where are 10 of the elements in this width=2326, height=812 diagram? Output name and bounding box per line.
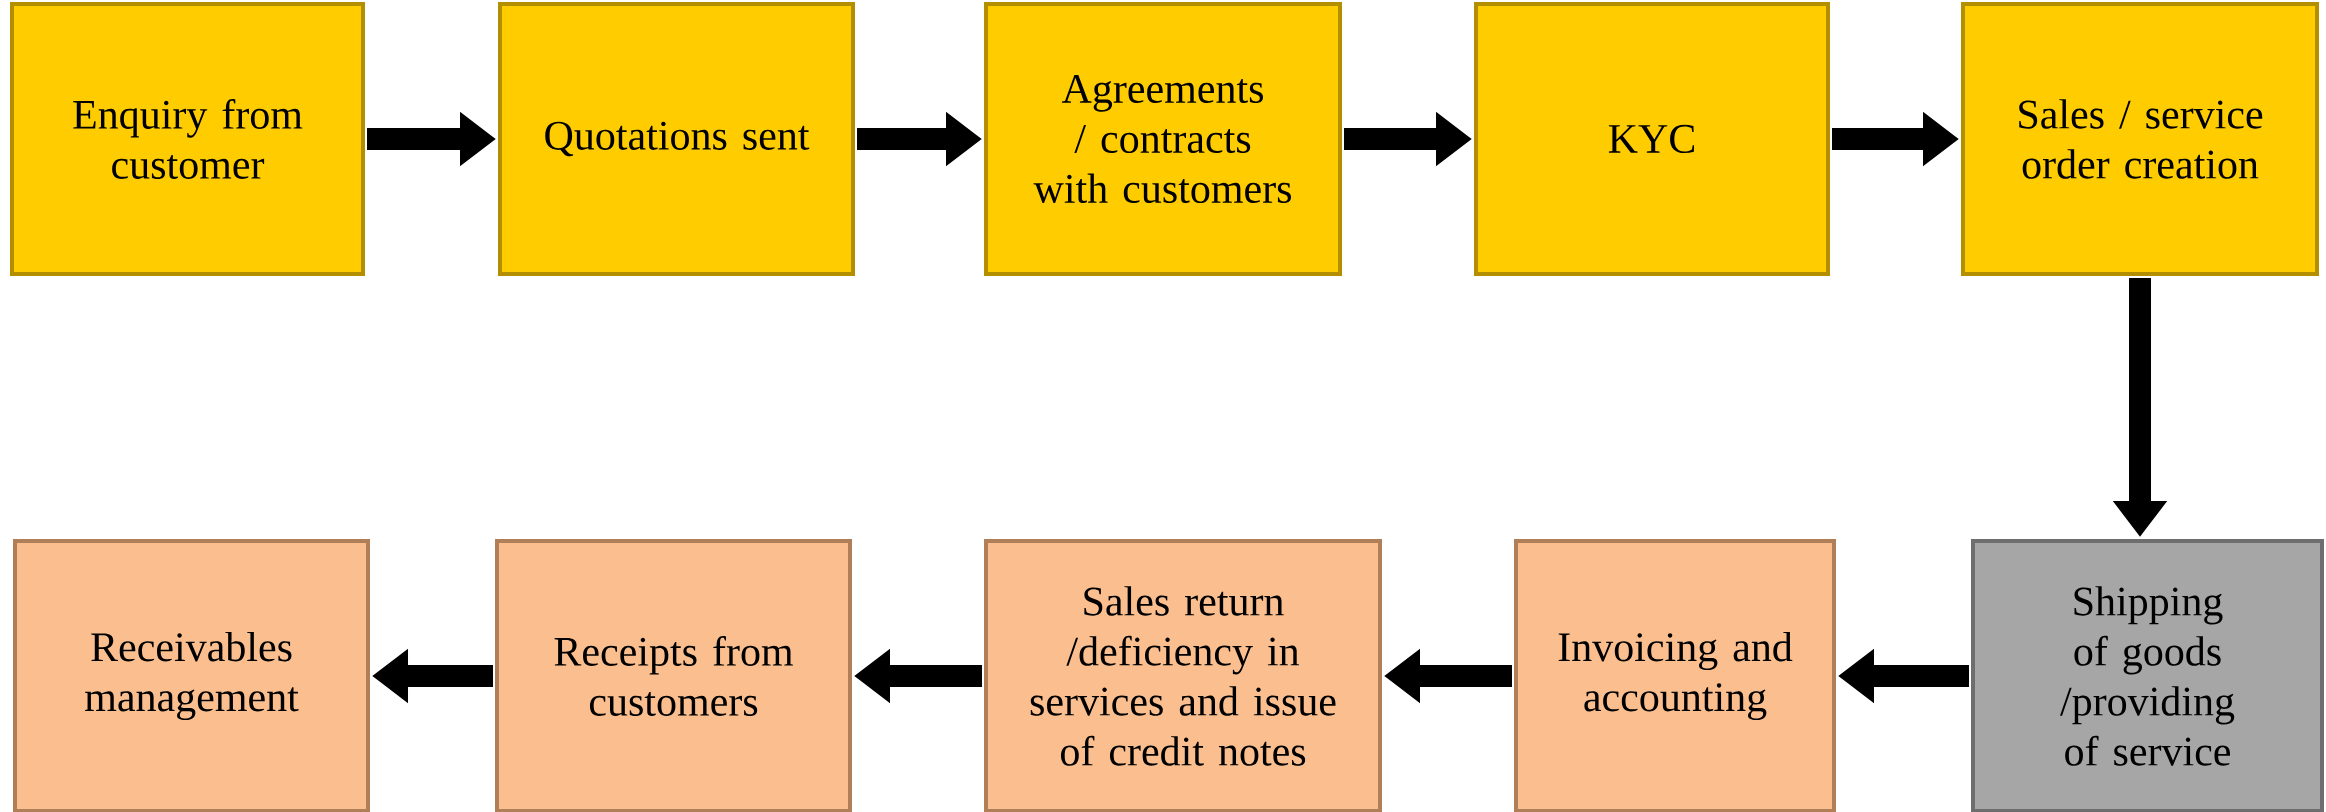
process-box: Shipping of goods /providing of service: [1971, 539, 2324, 812]
process-box: Agreements / contracts with customers: [984, 2, 1342, 276]
process-box: Receipts from customers: [495, 539, 852, 812]
process-box: KYC: [1474, 2, 1830, 276]
process-box: Quotations sent: [498, 2, 855, 276]
process-box: Receivables management: [13, 539, 370, 812]
process-box: Sales return /deficiency in services and issue of credit notes: [984, 539, 1382, 812]
process-box: Invoicing and accounting: [1514, 539, 1836, 812]
process-box: Enquiry from customer: [10, 2, 365, 276]
process-box: Sales / service order creation: [1961, 2, 2319, 276]
